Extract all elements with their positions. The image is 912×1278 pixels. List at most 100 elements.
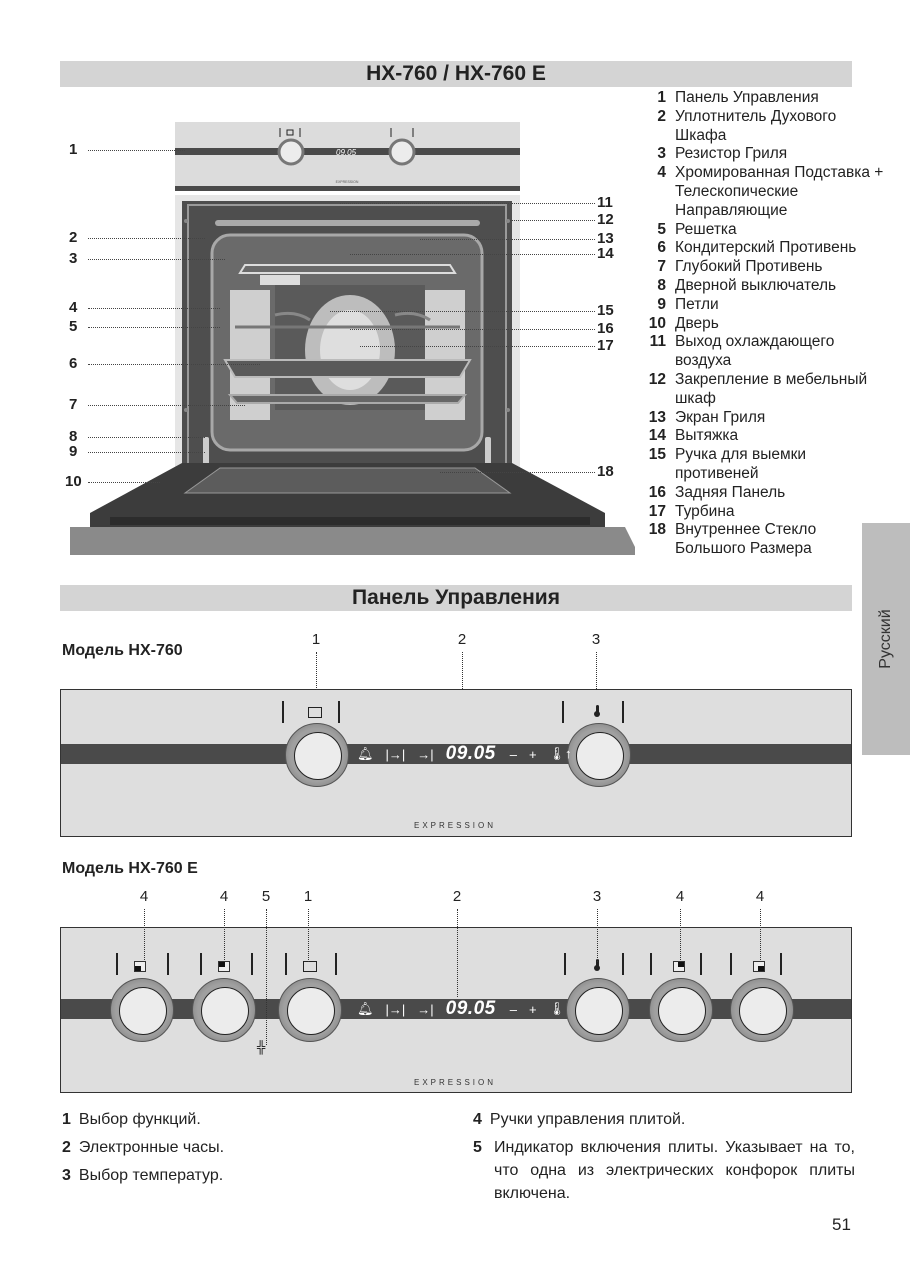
callout-line bbox=[88, 308, 220, 309]
model-hx760-label: Модель HX-760 bbox=[62, 642, 183, 659]
callout-line bbox=[316, 652, 317, 700]
callout-line bbox=[88, 327, 220, 328]
legend-item: 15 Ручка для выемки противеней bbox=[644, 446, 884, 484]
legend-label: Экран Гриля bbox=[675, 408, 766, 426]
legend-item: 18 Внутреннее Стекло Большого Размера bbox=[644, 521, 884, 559]
mini-function-knob bbox=[277, 138, 305, 166]
brand-label: EXPRESSION bbox=[413, 821, 497, 830]
control-panel-hx760: 🔔︎ |→| →| 09.05 – + 🌡︎↑ EXPRESSION bbox=[60, 689, 852, 837]
oven-illustration: 09.05 EXPRESSION bbox=[70, 122, 635, 555]
oven-callout-num: 6 bbox=[69, 355, 78, 372]
duration-icon[interactable]: |→| bbox=[385, 746, 406, 762]
mini-display-time: 09.05 bbox=[336, 148, 357, 157]
legend-label: Внутреннее Стекло Большого Размера bbox=[675, 521, 817, 558]
thermometer-icon bbox=[594, 959, 600, 971]
callout-line bbox=[88, 452, 205, 453]
thermometer-icon bbox=[594, 705, 600, 717]
hob-knob-3[interactable] bbox=[649, 978, 713, 1042]
legend-num: 14 bbox=[648, 427, 666, 445]
legend-num: 1 bbox=[657, 89, 666, 106]
hob-front-left-icon bbox=[218, 961, 230, 972]
legend-label: Решетка bbox=[675, 220, 737, 238]
legend-label: Панель Управления bbox=[675, 89, 819, 106]
oven-callout-num: 1 bbox=[69, 141, 78, 158]
callout-line bbox=[457, 909, 458, 997]
callout-line bbox=[350, 329, 595, 330]
duration-icon[interactable]: |→| bbox=[385, 1001, 406, 1017]
callout-num: 3 bbox=[591, 631, 601, 648]
end-time-icon[interactable]: →| bbox=[417, 1001, 434, 1017]
callout-line bbox=[88, 259, 225, 260]
callout-line bbox=[510, 220, 595, 221]
legend-num: 18 bbox=[648, 521, 666, 539]
bell-icon[interactable]: 🔔︎ bbox=[357, 1001, 374, 1016]
note-item: 5 Индикатор включения плиты. Указывает н… bbox=[473, 1139, 855, 1202]
callout-line bbox=[88, 238, 205, 239]
callout-line bbox=[224, 909, 225, 962]
callout-num: 4 bbox=[139, 888, 149, 905]
minus-button[interactable]: – bbox=[509, 1001, 517, 1017]
minus-button[interactable]: – bbox=[509, 746, 517, 762]
bell-icon[interactable]: 🔔︎ bbox=[357, 746, 374, 761]
electronic-clock-display: 🔔︎ |→| →| 09.05 – + 🌡︎↑ bbox=[357, 743, 584, 764]
pastry-tray bbox=[223, 359, 472, 378]
deep-tray bbox=[227, 394, 468, 404]
legend-label: Кондитерский Противень bbox=[675, 239, 857, 257]
hob-front-right-icon bbox=[753, 961, 765, 972]
callout-num: 2 bbox=[457, 631, 467, 648]
callout-line bbox=[88, 437, 205, 438]
callout-line bbox=[88, 150, 185, 151]
temperature-knob[interactable] bbox=[567, 723, 631, 787]
plus-button[interactable]: + bbox=[528, 1001, 537, 1017]
oven-callout-num: 18 bbox=[597, 463, 614, 480]
legend-num: 7 bbox=[657, 258, 666, 276]
legend-label: Ручка для выемки противеней bbox=[675, 446, 807, 482]
function-knob[interactable] bbox=[285, 723, 349, 787]
plus-button[interactable]: + bbox=[528, 746, 537, 762]
hob-indicator-icon: ╬ bbox=[257, 1040, 266, 1054]
callout-line bbox=[350, 254, 595, 255]
callout-line bbox=[340, 203, 595, 204]
hob-knob-4[interactable] bbox=[730, 978, 794, 1042]
function-knob[interactable] bbox=[278, 978, 342, 1042]
cooling-air-outlet bbox=[215, 220, 480, 226]
callout-line bbox=[88, 482, 160, 483]
electronic-clock-display: 🔔︎ |→| →| 09.05 – + 🌡︎↑ bbox=[357, 998, 584, 1019]
function-select-icon bbox=[308, 707, 322, 718]
callout-line bbox=[760, 909, 761, 962]
section-title-control-panel: Панель Управления bbox=[60, 585, 852, 611]
temperature-knob[interactable] bbox=[566, 978, 630, 1042]
oven-callout-num: 15 bbox=[597, 302, 614, 319]
hob-knob-2[interactable] bbox=[192, 978, 256, 1042]
oven-callout-num: 16 bbox=[597, 320, 614, 337]
legend-num: 15 bbox=[648, 446, 666, 464]
callout-num: 1 bbox=[311, 631, 321, 648]
legend-label: Уплотнитель Духового Шкафа bbox=[675, 107, 837, 144]
legend-num: 17 bbox=[648, 502, 666, 520]
fast-preheat-icon[interactable]: 🌡︎↑ bbox=[548, 746, 572, 761]
legend-label: Вытяжка bbox=[675, 427, 739, 445]
callout-line bbox=[266, 909, 267, 1045]
callout-num: 3 bbox=[592, 888, 602, 905]
hob-knob-1[interactable] bbox=[110, 978, 174, 1042]
mini-temperature-knob bbox=[388, 138, 416, 166]
fast-preheat-icon[interactable]: 🌡︎↑ bbox=[548, 1001, 572, 1016]
section-title-models: HX-760 / HX-760 E bbox=[60, 61, 852, 87]
end-time-icon[interactable]: →| bbox=[417, 746, 434, 762]
oven-callout-num: 8 bbox=[69, 428, 78, 445]
page-number: 51 bbox=[832, 1215, 851, 1234]
legend-num: 16 bbox=[648, 483, 666, 501]
